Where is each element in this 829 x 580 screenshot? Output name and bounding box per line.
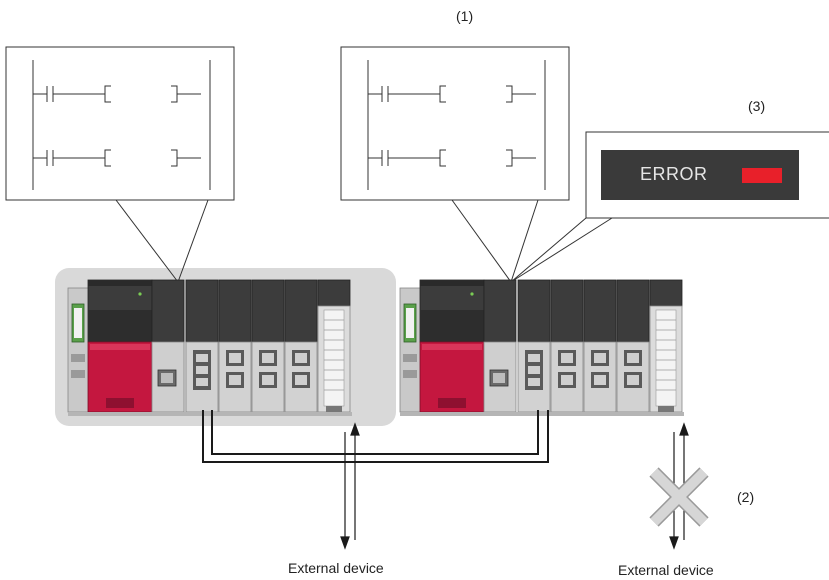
callout-2-label: (2) xyxy=(737,489,755,505)
ladder-program-box-right xyxy=(340,46,570,201)
ladder-program-box-left xyxy=(5,46,235,201)
tracking-cable xyxy=(202,410,549,463)
callout-3-label: (3) xyxy=(748,98,766,114)
error-led-icon xyxy=(742,168,782,183)
external-device-left-label: External device xyxy=(288,560,384,576)
callout-1-label: (1) xyxy=(456,8,474,24)
external-device-right-label: External device xyxy=(618,562,714,578)
io-arrows-left xyxy=(340,422,360,550)
plc-station-primary xyxy=(67,279,353,417)
blocked-cross-icon xyxy=(649,467,709,527)
error-text: ERROR xyxy=(640,164,708,184)
plc-station-secondary xyxy=(399,279,685,417)
